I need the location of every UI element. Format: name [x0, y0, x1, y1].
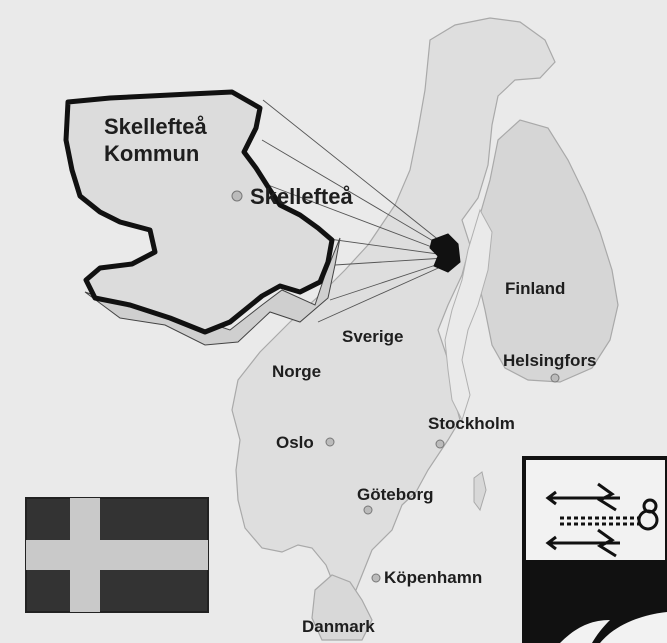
- label-skelleftea-town: Skellefteå: [250, 184, 353, 209]
- label-norge: Norge: [272, 362, 321, 381]
- label-sverige: Sverige: [342, 327, 403, 346]
- skelleftea-location-marker: [429, 233, 461, 273]
- city-dots: [231, 190, 560, 583]
- municipality-title-line2: Kommun: [104, 141, 199, 166]
- label-kopenhamn: Köpenhamn: [384, 568, 482, 587]
- city-dot-goteborg: [363, 505, 373, 515]
- city-dot-helsingfors: [550, 373, 560, 383]
- municipality-title-line1: Skellefteå: [104, 114, 207, 139]
- skelleftea-municipality-outline: [63, 89, 335, 335]
- projection-lines: [261, 99, 446, 323]
- sweden-flag: [25, 497, 209, 613]
- label-oslo: Oslo: [276, 433, 314, 452]
- label-danmark: Danmark: [302, 617, 375, 636]
- gulf-of-bothnia: [444, 208, 493, 422]
- land-denmark: [311, 574, 373, 641]
- land-scandinavian-peninsula: [231, 17, 556, 601]
- coat-of-arms-arrows: [545, 482, 640, 558]
- label-finland: Finland: [505, 279, 565, 298]
- city-dot-oslo: [325, 437, 335, 447]
- label-stockholm: Stockholm: [428, 414, 515, 433]
- label-helsingfors: Helsingfors: [503, 351, 597, 370]
- island-gotland: [473, 471, 487, 512]
- city-dot-kopenhamn: [371, 573, 381, 583]
- city-dot-stockholm: [435, 439, 445, 449]
- city-dot-skelleftea: [231, 190, 243, 202]
- coat-of-arms: [522, 456, 667, 643]
- label-goteborg: Göteborg: [357, 485, 434, 504]
